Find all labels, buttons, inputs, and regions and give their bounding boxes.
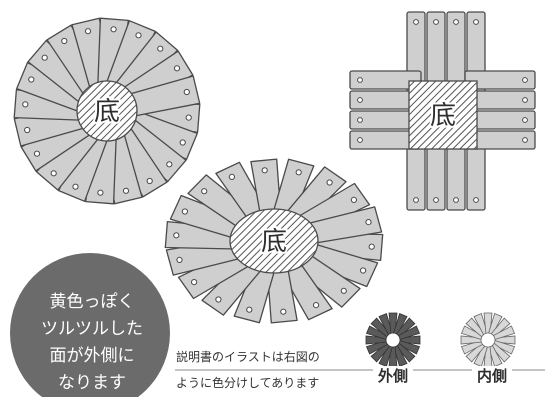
square-strip-right-hole [522, 117, 528, 123]
flower-left-petal-hole [22, 101, 29, 108]
flower-left-petal-hole [24, 126, 31, 134]
square-strip-top-hole [453, 19, 459, 25]
legend-note: 説明書のイラストは右図の ように色分けしてあります [175, 349, 545, 390]
flower-middle-petal-hole [181, 208, 188, 215]
flower-left-petal-hole [183, 88, 190, 96]
flower-middle-petal-hole [313, 302, 320, 309]
flower-left-petal-hole [173, 65, 181, 72]
flower-left-petal-hole [28, 76, 35, 83]
legend-label-bg-outer [373, 366, 413, 384]
square-strip-top-hole [473, 19, 479, 25]
flower-left-base-label: 底 [94, 97, 120, 127]
square-strip-left-hole [357, 77, 363, 83]
square-base-label: 底 [430, 101, 456, 131]
flower-middle-petal-hole [191, 279, 198, 286]
square-strip-right-hole [522, 137, 528, 143]
flower-middle-petal-hole [176, 256, 183, 263]
note-line-1: 説明書のイラストは右図の [176, 349, 320, 364]
radial-flower-middle: 底 [164, 158, 384, 324]
flower-left-petal-hole [185, 114, 192, 121]
square-base [408, 80, 478, 150]
flower-middle-base-label: 底 [261, 227, 287, 257]
flower-middle-petal-hole [173, 232, 180, 239]
square-strip-left [349, 70, 422, 90]
flower-left-petal-hole [72, 183, 79, 190]
flower-middle-petal-hole [350, 196, 357, 203]
callout-line-1: 黄色っぽく [50, 292, 135, 312]
flower-left-base [76, 80, 138, 142]
square-strip-bottom-hole [473, 197, 479, 203]
flower-middle-petal-hole [340, 287, 347, 294]
flower-left-petal-hole [33, 150, 41, 157]
callout-bubble: 黄色っぽく ツルツルした 面が外側に なります [10, 253, 170, 397]
flower-middle-petal-hole [326, 179, 333, 186]
flower-left-petal-hole [84, 28, 92, 35]
square-strip-bottom-hole [413, 197, 419, 203]
flower-middle-petal-hole [246, 306, 253, 313]
flower-middle-petal-hole [261, 167, 268, 174]
flower-middle-petal-hole [295, 169, 302, 176]
square-cross-right: 底 [349, 11, 536, 211]
legend-label-bg-inner [472, 366, 512, 384]
flower-left-petal-hole [179, 139, 186, 146]
legend-inner-swatch [460, 312, 516, 368]
flower-left-petal-hole [157, 45, 164, 52]
callout-circle [10, 253, 170, 397]
flower-left-petal-hole [41, 54, 48, 61]
legend-inner-label: 内側 [477, 367, 507, 385]
flower-left-petal-hole [135, 32, 142, 39]
square-strip-top-hole [413, 19, 419, 25]
flower-left-petal-hole [146, 177, 153, 185]
callout-line-4: なります [58, 373, 126, 393]
legend-outer-swatch [365, 312, 421, 368]
square-strip-right-hole [522, 97, 528, 103]
flower-left-petal-hole [122, 187, 130, 194]
callout-line-3: 面が外側に [50, 346, 135, 366]
flower-middle-petal-hole [228, 173, 235, 180]
legend-outer-label: 外側 [377, 367, 408, 385]
flower-left-petal-hole [110, 26, 117, 33]
flower-middle-petal-hole [215, 296, 222, 303]
radial-flower-left: 底 [13, 17, 201, 205]
square-strip-bottom-hole [433, 197, 439, 203]
flower-left-petal-hole [61, 37, 68, 45]
flower-left-petal-hole [50, 170, 57, 177]
square-strip-bottom-hole [453, 197, 459, 203]
flower-middle-petal-hole [365, 219, 372, 226]
legend-outer-center [385, 332, 401, 348]
flower-middle-petal-hole [360, 267, 367, 274]
flower-middle-petal-hole [201, 188, 208, 195]
flower-left-petal-hole [97, 189, 104, 196]
square-strip-left-hole [357, 117, 363, 123]
legend-inner-center [480, 332, 496, 348]
callout-line-2: ツルツルした [41, 319, 143, 339]
square-strip-top-hole [433, 19, 439, 25]
flower-middle-base [229, 208, 319, 274]
square-strip-right [464, 70, 536, 90]
flower-middle-petal-hole [368, 243, 375, 250]
square-strip-left-hole [357, 137, 363, 143]
note-line-2: ように色分けしてあります [176, 376, 319, 390]
flower-left-petal-hole [166, 161, 173, 168]
flower-middle-petal-hole [280, 308, 287, 315]
square-strip-left-hole [357, 97, 363, 103]
square-strip-right-hole [522, 77, 528, 83]
